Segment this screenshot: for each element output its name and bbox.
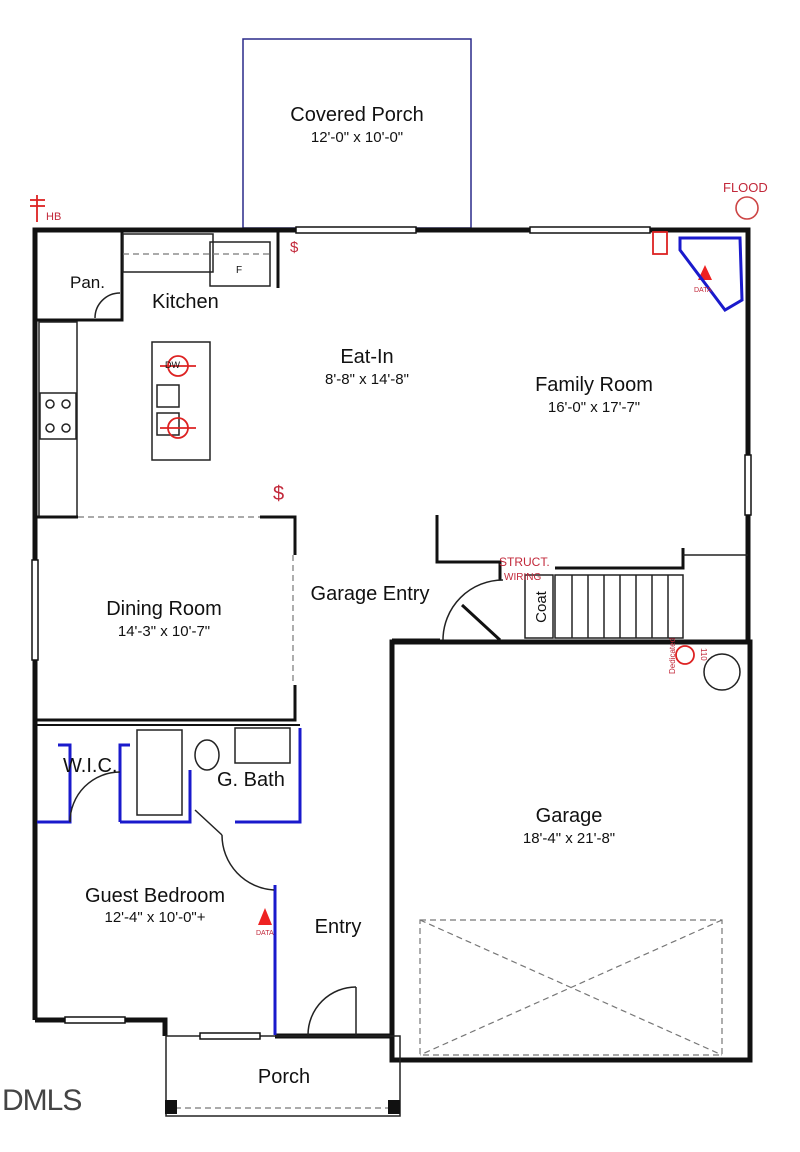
wiring-label: WIRING (504, 572, 541, 583)
data-label-family: DATA (694, 287, 712, 294)
coat-label: Coat (533, 590, 550, 623)
covered-porch-label: Covered Porch (290, 104, 423, 126)
pantry-label: Pan. (70, 273, 105, 292)
eat-in-dims: 8'-8" x 14'-8" (325, 371, 409, 388)
family-room-dims: 16'-0" x 17'-7" (548, 399, 640, 416)
dishwasher-label: DW (165, 360, 180, 370)
garage-entry-label: Garage Entry (311, 583, 430, 605)
entry-label: Entry (315, 916, 362, 938)
fireplace (678, 236, 744, 312)
family-room-label: Family Room (535, 374, 653, 396)
kitchen-fixtures (37, 232, 280, 518)
dmls-watermark: DMLS (2, 1084, 81, 1117)
toilet (194, 739, 220, 771)
kitchen-label: Kitchen (152, 291, 219, 313)
data-label-entry: DATA (256, 930, 274, 937)
stairs (554, 574, 684, 639)
garage-dims: 18'-4" x 21'-8" (523, 830, 615, 847)
bathtub (136, 729, 183, 816)
dining-room-label: Dining Room (106, 598, 222, 620)
kitchen-island (151, 341, 211, 461)
electrical-marks (30, 195, 759, 925)
garage-label: Garage (536, 805, 603, 827)
guest-bedroom-label: Guest Bedroom (85, 885, 225, 907)
interior-walls (37, 515, 748, 1056)
porch-label: Porch (258, 1066, 310, 1088)
struct-label: STRUCT. (499, 555, 550, 569)
windows (31, 226, 752, 1040)
hose-bib-label: HB (46, 211, 61, 223)
fridge (209, 241, 271, 287)
dining-room-dims: 14'-3" x 10'-7" (118, 623, 210, 640)
range (39, 392, 77, 440)
guest-bedroom-dims: 12'-4" x 10'-0"+ (104, 909, 205, 926)
flood-label: FLOOD (723, 180, 768, 195)
sink (234, 727, 291, 764)
switch-eat-in: $ (273, 483, 284, 505)
eat-in-label: Eat-In (340, 346, 393, 368)
covered-porch-dims: 12'-0" x 10'-0" (311, 129, 403, 146)
dedicated-label: Dedicated (668, 638, 677, 674)
110-label: 110 (699, 648, 708, 661)
fridge-label: F (236, 265, 242, 276)
switch-kitchen: $ (290, 239, 299, 256)
g-bath-label: G. Bath (217, 769, 285, 791)
wic-label: W.I.C. (63, 755, 117, 777)
